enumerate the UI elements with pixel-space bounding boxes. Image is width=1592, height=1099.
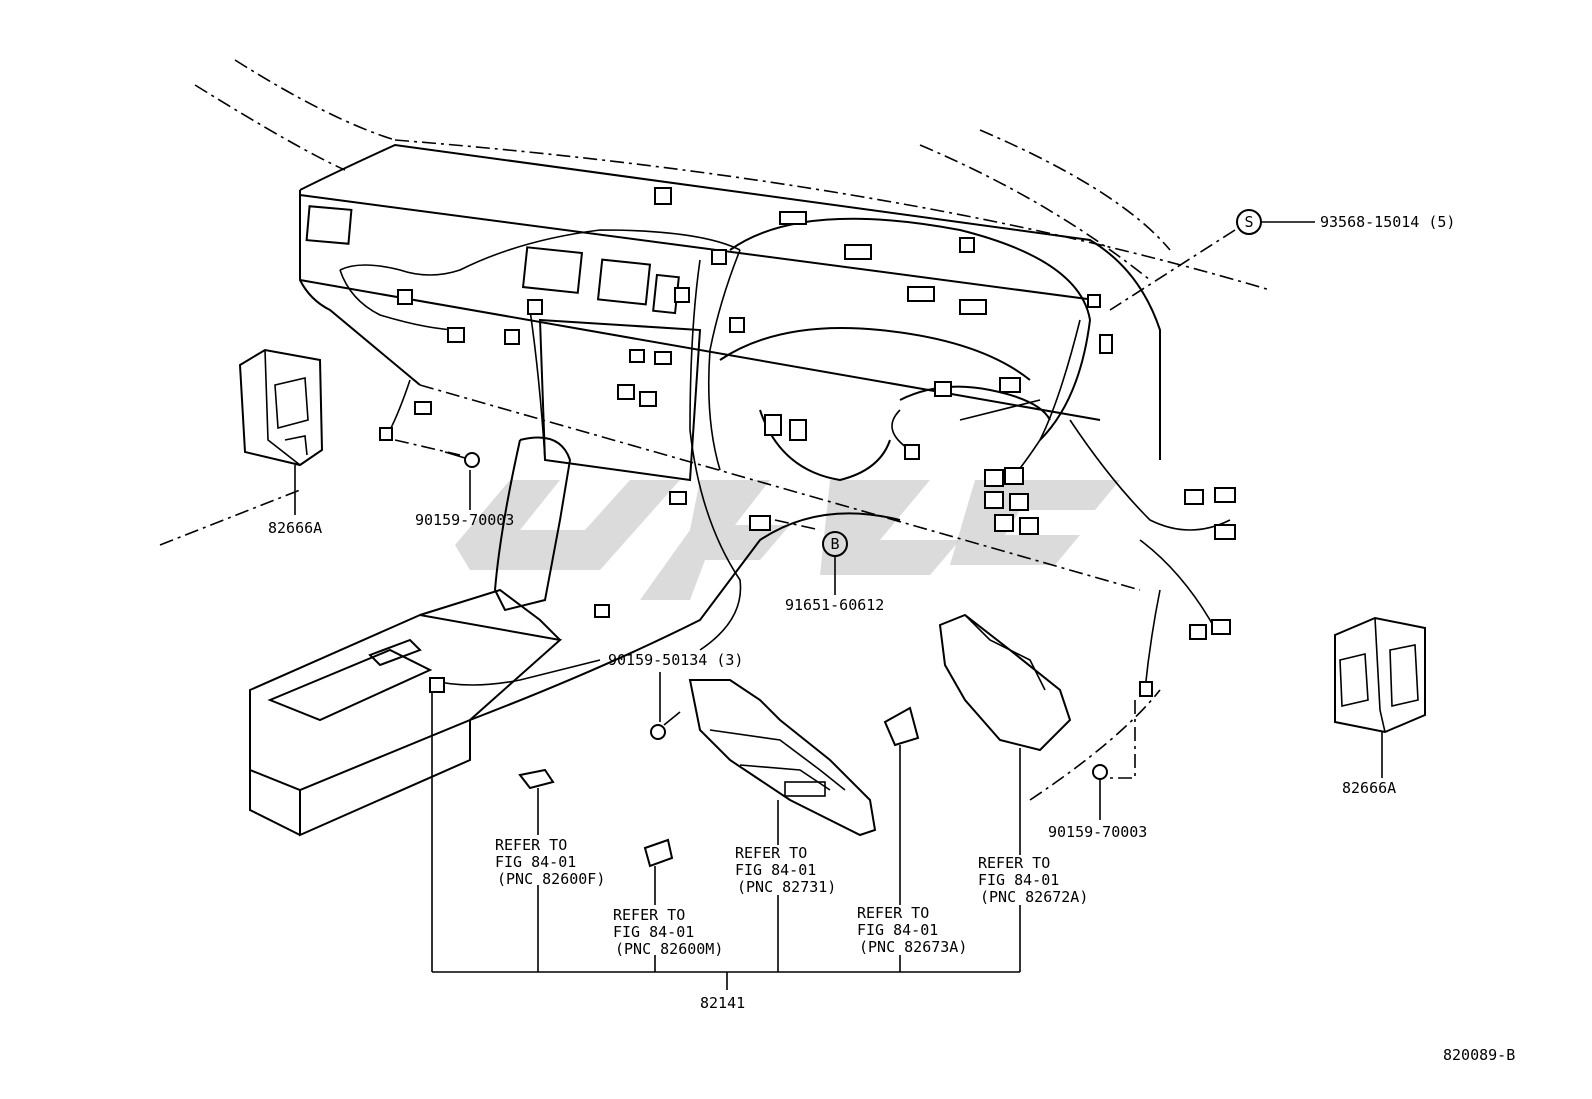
refer-line2: FIG 84-01 xyxy=(613,923,694,941)
bolt-right-part xyxy=(1092,700,1136,820)
label-bolt-center: 90159-50134 (3) xyxy=(608,651,743,669)
refer-line2: FIG 84-01 xyxy=(978,871,1059,889)
relay-left-part xyxy=(238,348,324,515)
figure-code: 820089-B xyxy=(1443,1046,1515,1064)
small-part-82600f xyxy=(518,768,555,835)
marker-s: S xyxy=(1236,209,1262,235)
refer-line3: (PNC 82673A) xyxy=(859,938,967,956)
label-relay-left: 82666A xyxy=(268,519,322,537)
marker-s-letter: S xyxy=(1244,213,1253,231)
refer-note-82673a: REFER TO FIG 84-01 (PNC 82673A) xyxy=(857,904,967,956)
harness-bracket-lines xyxy=(431,692,1021,990)
refer-note-82600m: REFER TO FIG 84-01 (PNC 82600M) xyxy=(613,906,723,958)
refer-line3: (PNC 82672A) xyxy=(980,888,1088,906)
label-relay-right: 82666A xyxy=(1342,779,1396,797)
ecu-bracket-82731 xyxy=(688,679,877,845)
refer-line3: (PNC 82731) xyxy=(737,878,836,896)
clip-b-leader xyxy=(774,519,836,595)
module-82672a xyxy=(938,613,1072,855)
marker-b: B xyxy=(822,531,848,557)
refer-line3: (PNC 82600M) xyxy=(615,940,723,958)
refer-line2: FIG 84-01 xyxy=(857,921,938,939)
bolt-left-part xyxy=(394,439,480,510)
refer-line1: REFER TO xyxy=(613,906,685,924)
label-bolt-right: 90159-70003 xyxy=(1048,823,1147,841)
instrument-panel xyxy=(249,143,1161,837)
marker-b-letter: B xyxy=(830,535,839,553)
harness-connectors xyxy=(379,187,1236,697)
screw-s-leader xyxy=(1109,221,1315,311)
refer-line1: REFER TO xyxy=(978,854,1050,872)
label-clip-b: 91651-60612 xyxy=(785,596,884,614)
refer-note-82731: REFER TO FIG 84-01 (PNC 82731) xyxy=(735,844,836,896)
refer-line1: REFER TO xyxy=(857,904,929,922)
bolt-center-part xyxy=(650,672,681,740)
refer-note-82672a: REFER TO FIG 84-01 (PNC 82672A) xyxy=(978,854,1088,906)
bracket-82673a xyxy=(883,706,920,905)
label-harness: 82141 xyxy=(700,994,745,1012)
refer-line3: (PNC 82600F) xyxy=(497,870,605,888)
label-bolt-left: 90159-70003 xyxy=(415,511,514,529)
refer-note-82600f: REFER TO FIG 84-01 (PNC 82600F) xyxy=(495,836,605,888)
refer-line2: FIG 84-01 xyxy=(495,853,576,871)
refer-line2: FIG 84-01 xyxy=(735,861,816,879)
relay-right-part xyxy=(1334,616,1426,778)
label-screw-s: 93568-15014 (5) xyxy=(1320,213,1455,231)
refer-line1: REFER TO xyxy=(495,836,567,854)
body-outline xyxy=(159,59,1271,801)
small-part-82600m xyxy=(643,838,674,905)
refer-line1: REFER TO xyxy=(735,844,807,862)
